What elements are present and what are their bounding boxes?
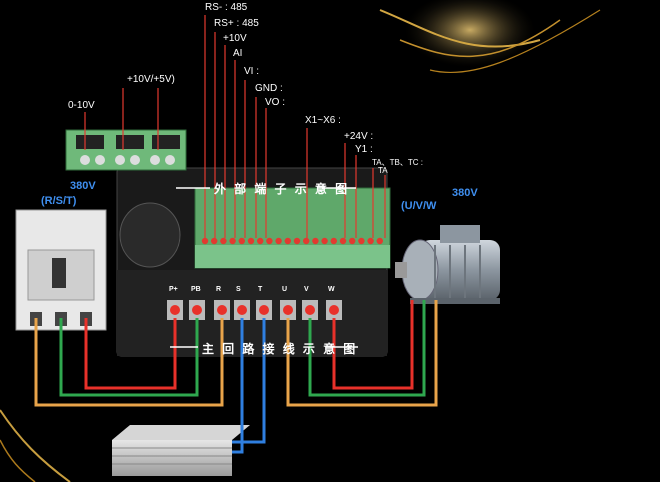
control-pin [201, 237, 209, 245]
control-terminal-pins [201, 237, 383, 245]
caption-main-circuit: 主 回 路 接 线 示 意 图 [202, 342, 358, 356]
control-pin [247, 237, 255, 245]
main-terminal-screws [167, 300, 342, 320]
control-pin [284, 237, 291, 245]
control-pin [358, 237, 365, 245]
motor [395, 225, 500, 304]
label-ta: TA [378, 166, 388, 175]
main-terminal-label: P+ [169, 286, 178, 293]
wire-blue-resistor-2 [232, 318, 266, 444]
main-terminal-label: S [236, 286, 241, 293]
label-output-voltage: 380V [452, 187, 478, 199]
label-leader-lines [84, 15, 386, 238]
label-rs-minus: RS- : 485 [205, 2, 248, 13]
main-terminal-label: V [304, 286, 309, 293]
jumper-switch-1 [76, 135, 104, 149]
control-pin [367, 237, 374, 245]
label-gnd: GND : [255, 83, 283, 94]
label-input-phases: (R/S/T) [41, 195, 77, 207]
control-pin [229, 237, 236, 245]
label-10v: +10V [223, 33, 247, 44]
control-pin [349, 237, 356, 245]
gold-swirl-bottom-left [0, 409, 71, 482]
label-0-10v: 0-10V [68, 100, 95, 111]
control-pin [312, 237, 319, 245]
main-terminal-screw [259, 305, 269, 315]
wire-blue-resistor-1 [232, 318, 244, 454]
main-terminal-screw [192, 305, 202, 315]
caption-external-terminals: 外 部 端 子 示 意 图 [214, 182, 350, 196]
wires [34, 300, 438, 454]
label-y1: Y1 : [355, 144, 373, 155]
label-vi: VI : [244, 66, 260, 77]
control-pin [376, 237, 383, 245]
wire-green-output [308, 300, 426, 397]
control-pin [257, 237, 264, 245]
wire-green-input [59, 318, 199, 397]
braking-resistor [112, 425, 250, 476]
label-vo: VO : [265, 97, 286, 108]
breaker-handle [52, 258, 66, 288]
label-10v-5v: +10V/+5V) [127, 74, 175, 85]
label-ta-tb-tc: TA、TB、TC : [372, 158, 423, 167]
main-terminal-label: U [282, 286, 288, 293]
capacitor-left [119, 202, 181, 268]
control-pin [238, 237, 245, 245]
control-pin [293, 237, 301, 245]
control-pin [266, 237, 273, 245]
control-terminal-strip [195, 245, 390, 268]
label-x1-x6: X1~X6 : [305, 115, 341, 126]
main-terminal-label: PB [191, 286, 201, 293]
label-24v: +24V : [344, 131, 374, 142]
control-pin [330, 237, 337, 245]
label-ai: AI [233, 48, 243, 59]
label-output-phases: (U/V/W [401, 200, 437, 212]
control-pin [275, 237, 282, 245]
label-input-voltage: 380V [70, 180, 96, 192]
main-terminal-screw [305, 305, 315, 315]
control-pin [211, 237, 218, 245]
main-terminal-screw [237, 305, 247, 315]
jumper-switch-3 [152, 135, 180, 149]
main-terminal-label: T [258, 286, 263, 293]
control-pin [303, 237, 310, 245]
wire-orange-input [34, 318, 224, 407]
control-pin [321, 237, 328, 245]
main-terminal-screw [170, 305, 180, 315]
wire-red-input [84, 318, 177, 390]
jumper-switch-2 [116, 135, 144, 149]
wire-orange-output [286, 300, 438, 407]
gold-swirl-top-right [379, 0, 601, 74]
wire-red-output [332, 300, 414, 390]
main-terminal-label: R [216, 286, 222, 293]
control-pin [339, 237, 347, 245]
control-pin [220, 237, 227, 245]
main-terminal-screw [329, 305, 339, 315]
main-terminal-screw [283, 305, 293, 315]
label-rs-plus: RS+ : 485 [214, 18, 259, 29]
main-terminal-screw [217, 305, 227, 315]
main-terminal-label: W [328, 286, 335, 293]
